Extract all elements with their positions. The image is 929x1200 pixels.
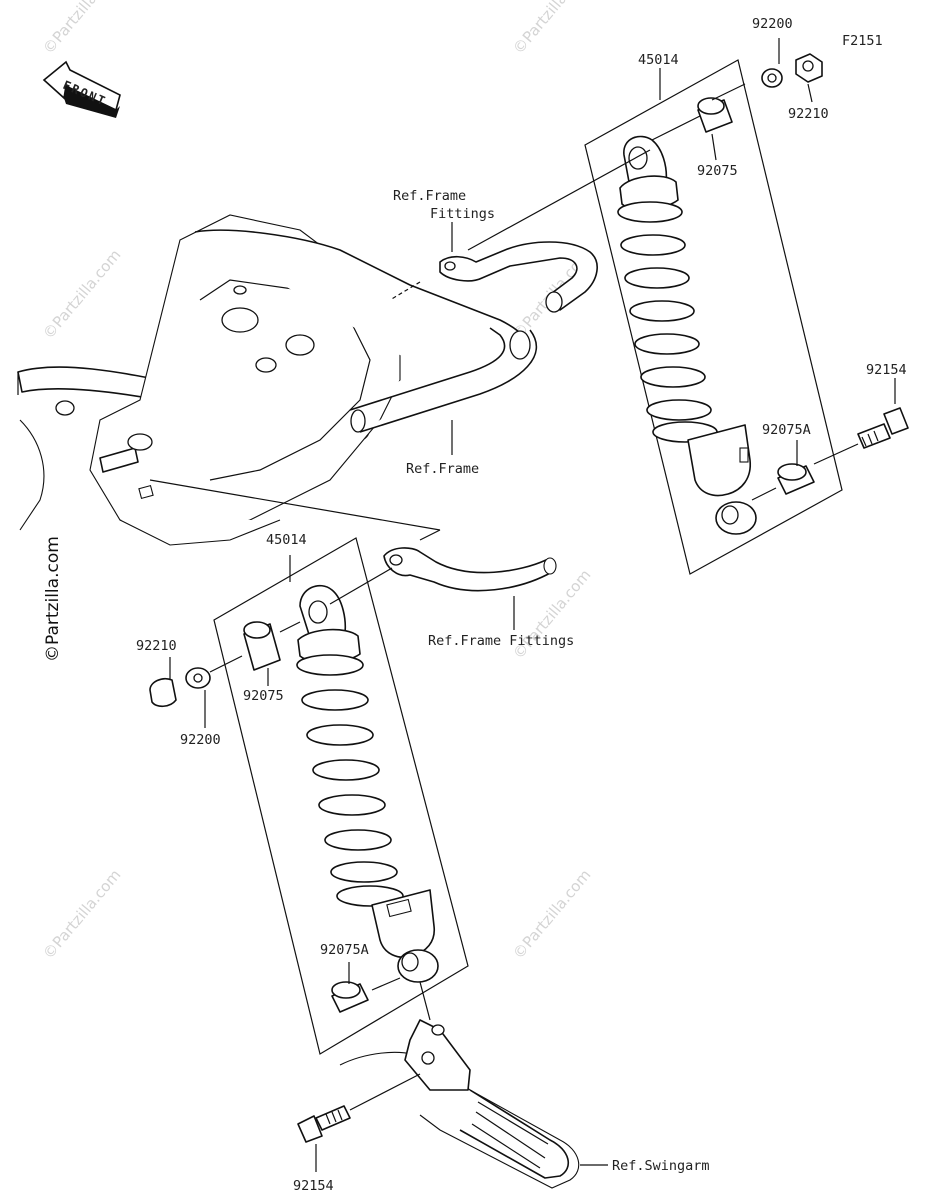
upper-hardware: [697, 53, 909, 495]
ref-swingarm[interactable]: Ref.Swingarm: [612, 1158, 710, 1174]
callout-lower-collar-a[interactable]: 92075A: [320, 942, 369, 958]
side-watermark: ©Partzilla.com: [43, 536, 63, 662]
lower-frame-fitting: [383, 547, 557, 592]
diagram-code: F2151: [842, 33, 883, 49]
frame-assembly: [17, 214, 537, 546]
upper-shock-absorber: [584, 59, 843, 575]
watermark: ©Partzilla.com: [39, 866, 124, 963]
watermark: ©Partzilla.com: [509, 866, 594, 963]
callout-upper-bolt[interactable]: 92154: [866, 362, 907, 378]
callout-lower-nut[interactable]: 92210: [136, 638, 177, 654]
leader-lines: [149, 38, 896, 1172]
callout-upper-shock[interactable]: 45014: [638, 52, 679, 68]
callout-lower-bolt[interactable]: 92154: [293, 1178, 334, 1194]
swingarm: [339, 1019, 580, 1189]
upper-frame-fitting: [439, 241, 598, 313]
callout-upper-collar-a[interactable]: 92075A: [762, 422, 811, 438]
front-arrow-icon: FRONT: [42, 60, 121, 118]
ref-frame-fittings-lower[interactable]: Ref.Frame Fittings: [428, 633, 574, 649]
ref-frame[interactable]: Ref.Frame: [406, 461, 479, 477]
watermark: ©Partzilla.com: [39, 246, 124, 343]
callout-lower-washer[interactable]: 92200: [180, 732, 221, 748]
lower-hardware: [149, 621, 369, 1143]
callout-lower-shock[interactable]: 45014: [266, 532, 307, 548]
lower-shock-absorber: [213, 537, 469, 1055]
callout-labels: 45014 92200 92210 92075 92154 92075A Ref…: [136, 16, 907, 1194]
upper-spring: [617, 201, 718, 443]
watermark: ©Partzilla.com: [509, 0, 594, 58]
watermark: ©Partzilla.com: [39, 0, 124, 58]
ref-frame-fittings-upper[interactable]: Ref.Frame: [393, 188, 466, 204]
callout-upper-nut[interactable]: 92210: [788, 106, 829, 122]
ref-frame-fittings-upper-line2[interactable]: Fittings: [430, 206, 495, 222]
callout-upper-washer[interactable]: 92200: [752, 16, 793, 32]
callout-lower-collar[interactable]: 92075: [243, 688, 284, 704]
lower-spring: [296, 654, 404, 907]
callout-upper-collar[interactable]: 92075: [697, 163, 738, 179]
